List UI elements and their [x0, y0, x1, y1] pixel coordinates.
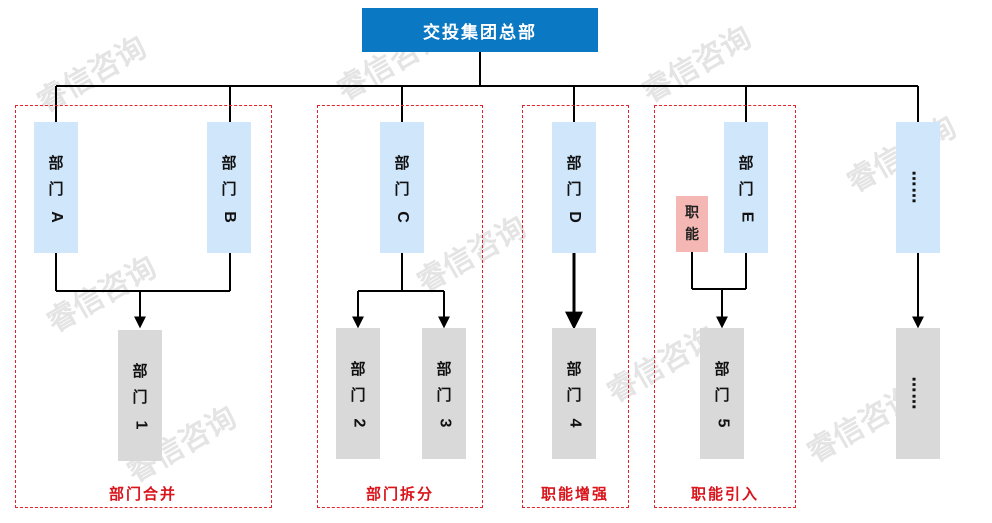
- headquarters-label: 交投集团总部: [423, 22, 537, 43]
- group-merge: [15, 105, 272, 508]
- group-label-merge: 部门合并: [108, 485, 177, 503]
- subunit-2-box: 部 门 2: [336, 328, 380, 459]
- function-box: 职 能: [676, 196, 708, 252]
- department-d-box: 部 门 D: [552, 122, 596, 253]
- group-split: [317, 105, 483, 508]
- group-strengthen: [522, 105, 629, 508]
- department-c-box: 部 门 C: [380, 122, 424, 253]
- group-label-strengthen: 职能增强: [540, 485, 609, 503]
- department-ellipsis-box: ……: [896, 122, 940, 253]
- department-b-box: 部 门 B: [207, 122, 251, 253]
- department-a-box: 部 门 A: [34, 122, 78, 253]
- subunit-3-box: 部 门 3: [422, 328, 466, 459]
- group-introduce: [654, 105, 796, 508]
- subunit-ellipsis-box: ……: [896, 328, 940, 459]
- subunit-5-box: 部 门 5: [700, 328, 744, 459]
- subunit-4-box: 部 门 4: [552, 328, 596, 459]
- department-e-box: 部 门 E: [724, 122, 768, 253]
- group-label-introduce: 职能引入: [690, 485, 759, 503]
- headquarters-box: 交投集团总部: [362, 8, 598, 52]
- group-label-split: 部门拆分: [365, 485, 434, 503]
- subunit-1-box: 部 门 1: [118, 330, 162, 461]
